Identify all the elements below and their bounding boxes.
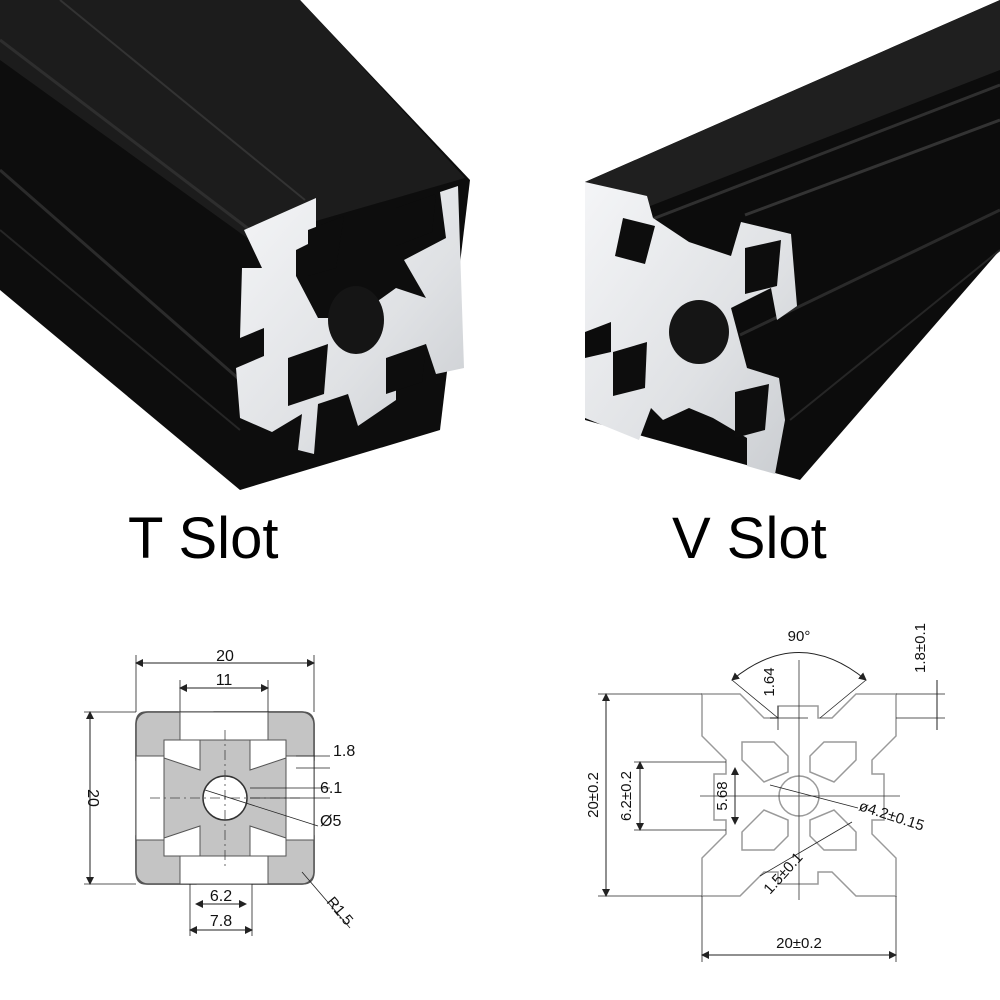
v-dim-height: 20±0.2: [585, 772, 602, 818]
t-dim-height: 20: [84, 789, 101, 807]
v-dim-lip: 1.8±0.1: [912, 623, 929, 673]
v-dim-slot-height: 6.2±0.2: [618, 771, 635, 821]
v-dim-bore: ø4.2±0.15: [857, 798, 926, 835]
v-dim-web: 1.5±0.1: [760, 849, 806, 897]
v-dim-inner: 5.68: [714, 781, 731, 810]
v-dim-angle: 90°: [788, 628, 811, 645]
t-dim-bore: Ø5: [320, 813, 341, 830]
t-dim-slot-opening: 11: [216, 672, 233, 689]
t-dim-radius: R1.5: [323, 894, 356, 929]
v-slot-photo: [585, 0, 1000, 480]
t-slot-title: T Slot: [128, 506, 279, 571]
v-slot-title: V Slot: [672, 506, 827, 571]
t-slot-photo: [0, 0, 470, 490]
v-slot-drawing: 90° 1.64 1.8±0.1 20±0.2 6.2±0.2 5.68 ø4.…: [585, 623, 945, 962]
t-dim-slot-bottom: 6.2: [210, 888, 232, 905]
v-dim-width: 20±0.2: [776, 935, 822, 952]
t-dim-width: 20: [216, 648, 234, 665]
t-dim-wall: 1.8: [333, 743, 355, 760]
v-dim-groove: 1.64: [761, 667, 778, 696]
t-dim-slot-width: 6.1: [320, 780, 342, 797]
t-slot-drawing: 20 11 20 1.8 6.1 Ø5 R1.5 6.2 7.8: [84, 648, 356, 936]
t-dim-slot-top: 7.8: [210, 913, 232, 930]
